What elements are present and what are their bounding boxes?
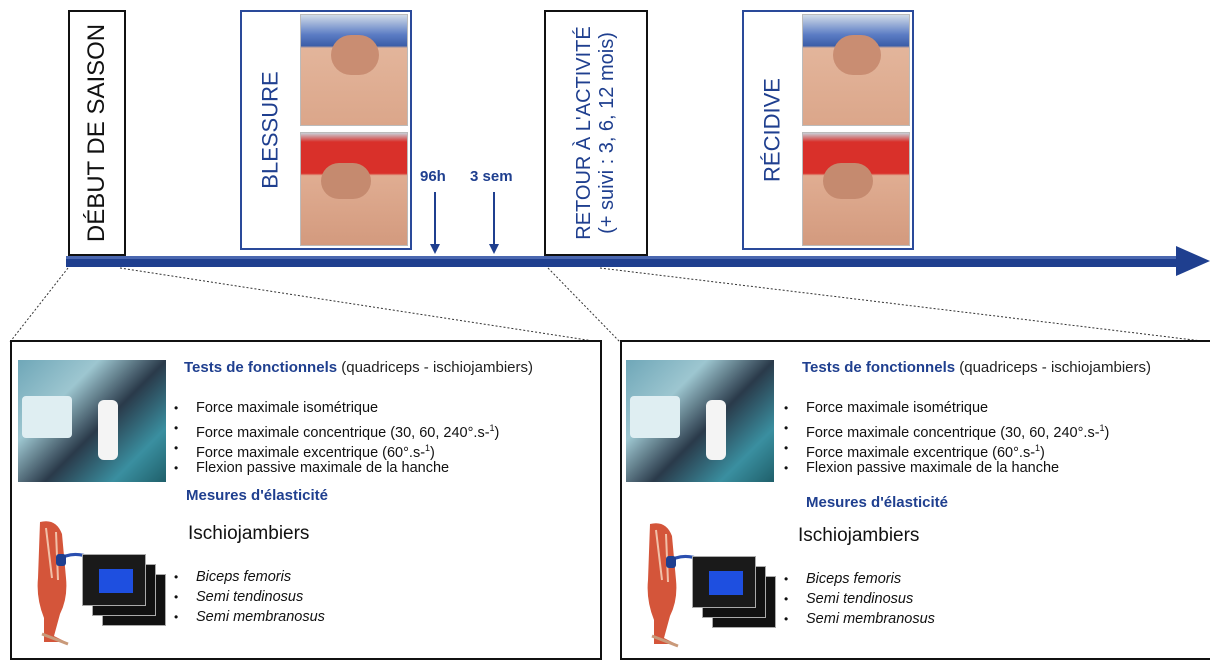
elasticity-title: Mesures d'élasticité	[806, 494, 948, 511]
list-item: Semi tendinosus	[782, 589, 935, 609]
thigh-photo-bottom	[300, 132, 408, 246]
elastography-image	[82, 554, 146, 606]
elasticity-title: Mesures d'élasticité	[186, 487, 328, 504]
list-item: Force maximale isométrique	[172, 398, 499, 418]
tests-title: Tests de fonctionnels (quadriceps - isch…	[802, 359, 1151, 376]
assessment-panel-season-start: Tests de fonctionnels (quadriceps - isch…	[10, 340, 602, 660]
return-label-line2: (+ suivi : 3, 6, 12 mois)	[596, 26, 619, 240]
thigh-photo-bottom	[802, 132, 910, 246]
list-item: Semi membranosus	[172, 607, 325, 627]
return-box: RETOUR À L'ACTIVITÉ (+ suivi : 3, 6, 12 …	[544, 10, 648, 256]
season-start-label: DÉBUT DE SAISON	[83, 24, 111, 242]
dynamometer-photo	[18, 360, 166, 482]
list-item: Flexion passive maximale de la hanche	[782, 458, 1109, 478]
dynamometer-photo	[626, 360, 774, 482]
muscle-group-label: Ischiojambiers	[188, 523, 309, 545]
tests-title: Tests de fonctionnels (quadriceps - isch…	[184, 359, 533, 376]
leg-muscle-illustration	[22, 518, 82, 646]
tests-list: Force maximale isométrique Force maximal…	[172, 398, 499, 478]
leg-muscle-illustration	[632, 520, 692, 648]
muscles-list: Biceps femoris Semi tendinosus Semi memb…	[782, 569, 935, 629]
list-item: Force maximale excentrique (60°.s-1)	[172, 438, 499, 458]
list-item: Biceps femoris	[782, 569, 935, 589]
list-item: Force maximale concentrique (30, 60, 240…	[172, 418, 499, 438]
marker-96h-arrow	[428, 192, 442, 256]
list-item: Semi tendinosus	[172, 587, 325, 607]
muscles-list: Biceps femoris Semi tendinosus Semi memb…	[172, 567, 325, 627]
return-label: RETOUR À L'ACTIVITÉ (+ suivi : 3, 6, 12 …	[573, 26, 619, 240]
tests-list: Force maximale isométrique Force maximal…	[782, 398, 1109, 478]
list-item: Force maximale isométrique	[782, 398, 1109, 418]
injury-box: BLESSURE	[240, 10, 412, 250]
assessment-panel-return: Tests de fonctionnels (quadriceps - isch…	[620, 340, 1210, 660]
thigh-photo-top	[300, 14, 408, 126]
marker-3sem-label: 3 sem	[470, 168, 513, 185]
recurrence-box: RÉCIDIVE	[742, 10, 914, 250]
marker-96h-label: 96h	[420, 168, 446, 185]
list-item: Force maximale concentrique (30, 60, 240…	[782, 418, 1109, 438]
list-item: Flexion passive maximale de la hanche	[172, 458, 499, 478]
elastography-image	[692, 556, 756, 608]
season-start-box: DÉBUT DE SAISON	[68, 10, 126, 256]
marker-3sem-arrow	[487, 192, 501, 256]
recurrence-label: RÉCIDIVE	[759, 78, 784, 182]
muscle-group-label: Ischiojambiers	[798, 525, 919, 547]
list-item: Semi membranosus	[782, 609, 935, 629]
thigh-photo-top	[802, 14, 910, 126]
list-item: Biceps femoris	[172, 567, 325, 587]
injury-label: BLESSURE	[257, 71, 282, 188]
list-item: Force maximale excentrique (60°.s-1)	[782, 438, 1109, 458]
return-label-line1: RETOUR À L'ACTIVITÉ	[573, 26, 596, 240]
